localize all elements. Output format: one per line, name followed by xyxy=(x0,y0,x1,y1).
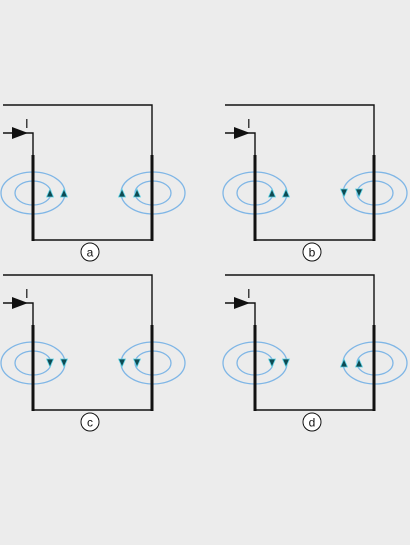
panel-label-circle xyxy=(80,412,100,432)
field-arrows xyxy=(45,188,142,198)
top-wire xyxy=(3,104,153,155)
field-arrow-right-down-icon xyxy=(132,358,142,368)
field-arrow-right-up-icon xyxy=(132,188,142,198)
field-arrows xyxy=(45,358,142,368)
field-arrow-right-down-icon xyxy=(354,188,364,198)
field-lines xyxy=(0,171,186,215)
current-arrow-icon xyxy=(12,297,28,309)
top-wire xyxy=(225,274,375,325)
current-label: I xyxy=(247,116,251,131)
circuit-wires xyxy=(3,104,154,241)
field-lines xyxy=(222,341,408,385)
panel-label: c xyxy=(87,416,93,430)
field-lines xyxy=(0,341,186,385)
field-arrow-right-up-icon xyxy=(339,358,349,368)
panel-label: a xyxy=(87,246,94,260)
field-arrow-left-down-icon xyxy=(267,358,277,368)
panel-b: Ib xyxy=(222,104,408,262)
field-arrow-left-up-icon xyxy=(59,188,69,198)
field-arrow-left-up-icon xyxy=(45,188,55,198)
field-arrow-right-up-icon xyxy=(117,188,127,198)
panel-label-circle xyxy=(80,242,100,262)
current-label: I xyxy=(247,286,251,301)
current-arrow-icon xyxy=(234,127,250,139)
field-arrow-left-down-icon xyxy=(59,358,69,368)
panel-label: b xyxy=(309,246,316,260)
panel-d: Id xyxy=(222,274,408,432)
field-lines xyxy=(222,171,408,215)
panel-c: Ic xyxy=(0,274,186,432)
field-arrow-left-down-icon xyxy=(45,358,55,368)
field-arrows xyxy=(267,358,364,368)
panel-label-circle xyxy=(302,242,322,262)
top-wire xyxy=(225,104,375,155)
panel-label: d xyxy=(309,416,316,430)
field-arrow-left-up-icon xyxy=(267,188,277,198)
field-arrow-right-down-icon xyxy=(117,358,127,368)
field-arrows xyxy=(267,188,364,198)
field-arrow-left-up-icon xyxy=(281,188,291,198)
field-arrow-right-up-icon xyxy=(354,358,364,368)
current-arrow-icon xyxy=(12,127,28,139)
panel-a: Ia xyxy=(0,104,186,262)
circuit-wires xyxy=(225,274,376,411)
current-label: I xyxy=(25,286,29,301)
top-wire xyxy=(3,274,153,325)
current-label: I xyxy=(25,116,29,131)
panel-label-circle xyxy=(302,412,322,432)
current-arrow-icon xyxy=(234,297,250,309)
field-arrow-left-down-icon xyxy=(281,358,291,368)
field-arrow-right-down-icon xyxy=(339,188,349,198)
